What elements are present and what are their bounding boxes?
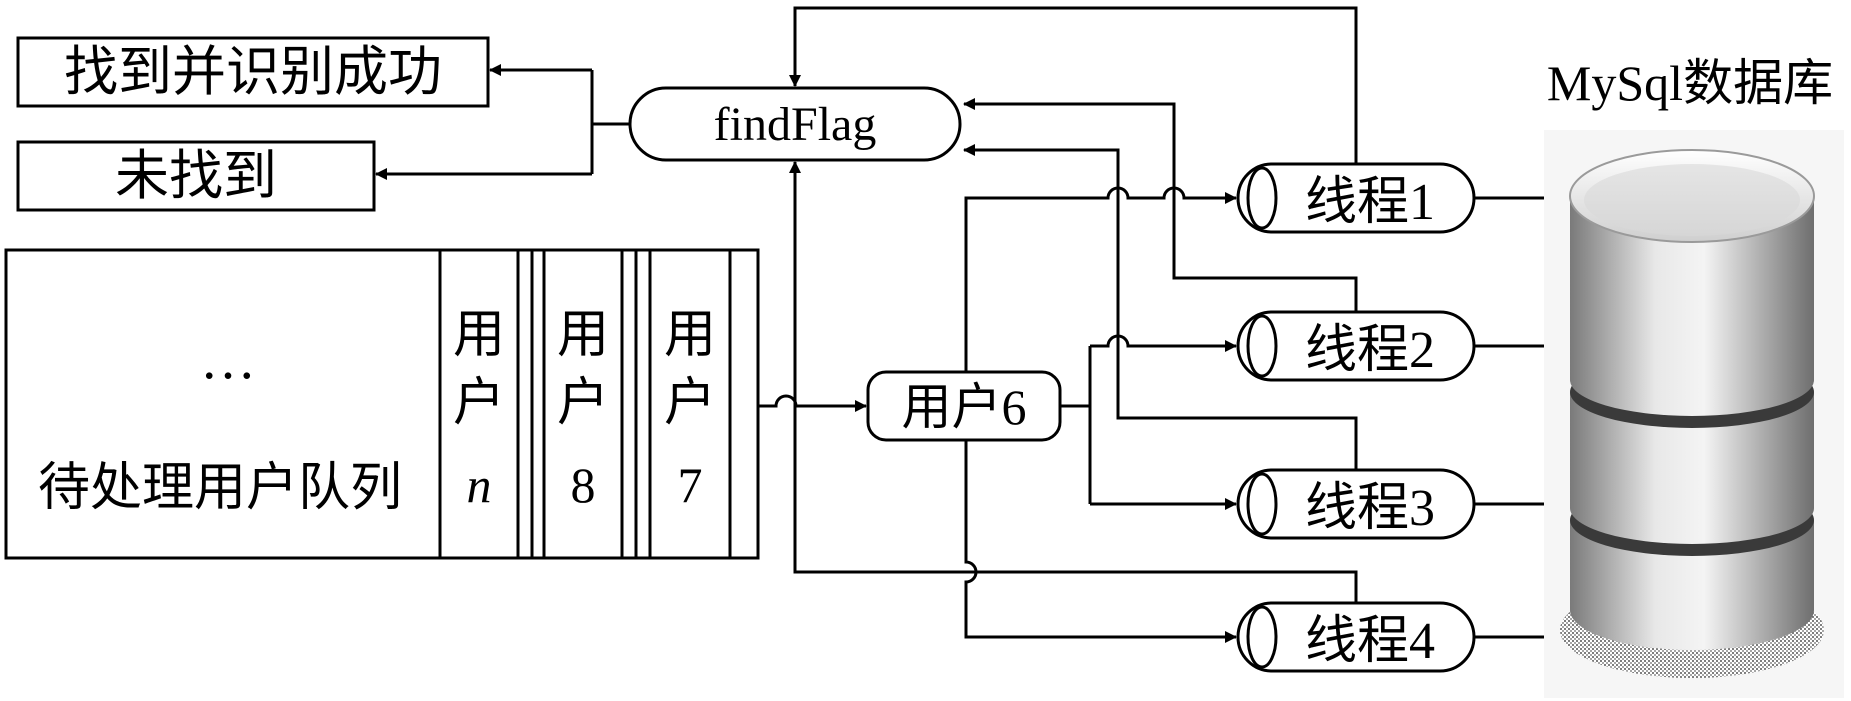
result-success-label: 找到并识别成功 (64, 42, 442, 102)
queue-label: 待处理用户队列 (38, 460, 402, 517)
svg-text:n: n (467, 457, 492, 513)
user-queue: … 待处理用户队列 用 户 n 用 户 8 用 户 7 (4, 248, 760, 560)
queue-ellipsis: … (200, 329, 256, 391)
thread-3: 线程3 (1236, 468, 1476, 540)
thread-4-label: 线程4 (1305, 613, 1435, 670)
queue-to-user-arrow (758, 394, 867, 412)
user-to-thread-connectors (964, 186, 1237, 643)
thread-4: 线程4 (1236, 601, 1476, 673)
svg-text:用: 用 (453, 307, 505, 364)
svg-text:户: 户 (557, 375, 609, 432)
thread-1: 线程1 (1236, 162, 1476, 234)
result-not-found-label: 未找到 (115, 146, 277, 206)
svg-text:8: 8 (571, 457, 596, 513)
database-title: MySql数据库 (1547, 55, 1833, 111)
thread-2-label: 线程2 (1305, 322, 1435, 379)
thread-2: 线程2 (1236, 310, 1476, 382)
current-user-node: 用户6 (866, 370, 1062, 442)
queue-slot-user-n: 用 户 n (453, 307, 505, 513)
queue-slot-user-7: 用 户 7 (664, 307, 716, 513)
current-user-label: 用户6 (902, 379, 1027, 435)
thread-3-label: 线程3 (1305, 480, 1435, 537)
result-success-box: 找到并识别成功 (16, 36, 490, 108)
svg-text:用: 用 (557, 307, 609, 364)
database-icon (1544, 130, 1844, 698)
find-flag-label: findFlag (714, 98, 877, 151)
thread-1-label: 线程1 (1305, 174, 1435, 231)
svg-text:7: 7 (678, 457, 703, 513)
svg-text:户: 户 (453, 375, 505, 432)
find-flag-node: findFlag (628, 86, 962, 162)
thread-feedback-connectors (789, 6, 1358, 603)
svg-text:用: 用 (664, 307, 716, 364)
svg-text:户: 户 (664, 375, 716, 432)
flag-output-connectors (375, 64, 630, 180)
result-not-found-box: 未找到 (16, 140, 376, 212)
queue-slot-user-8: 用 户 8 (557, 307, 609, 513)
